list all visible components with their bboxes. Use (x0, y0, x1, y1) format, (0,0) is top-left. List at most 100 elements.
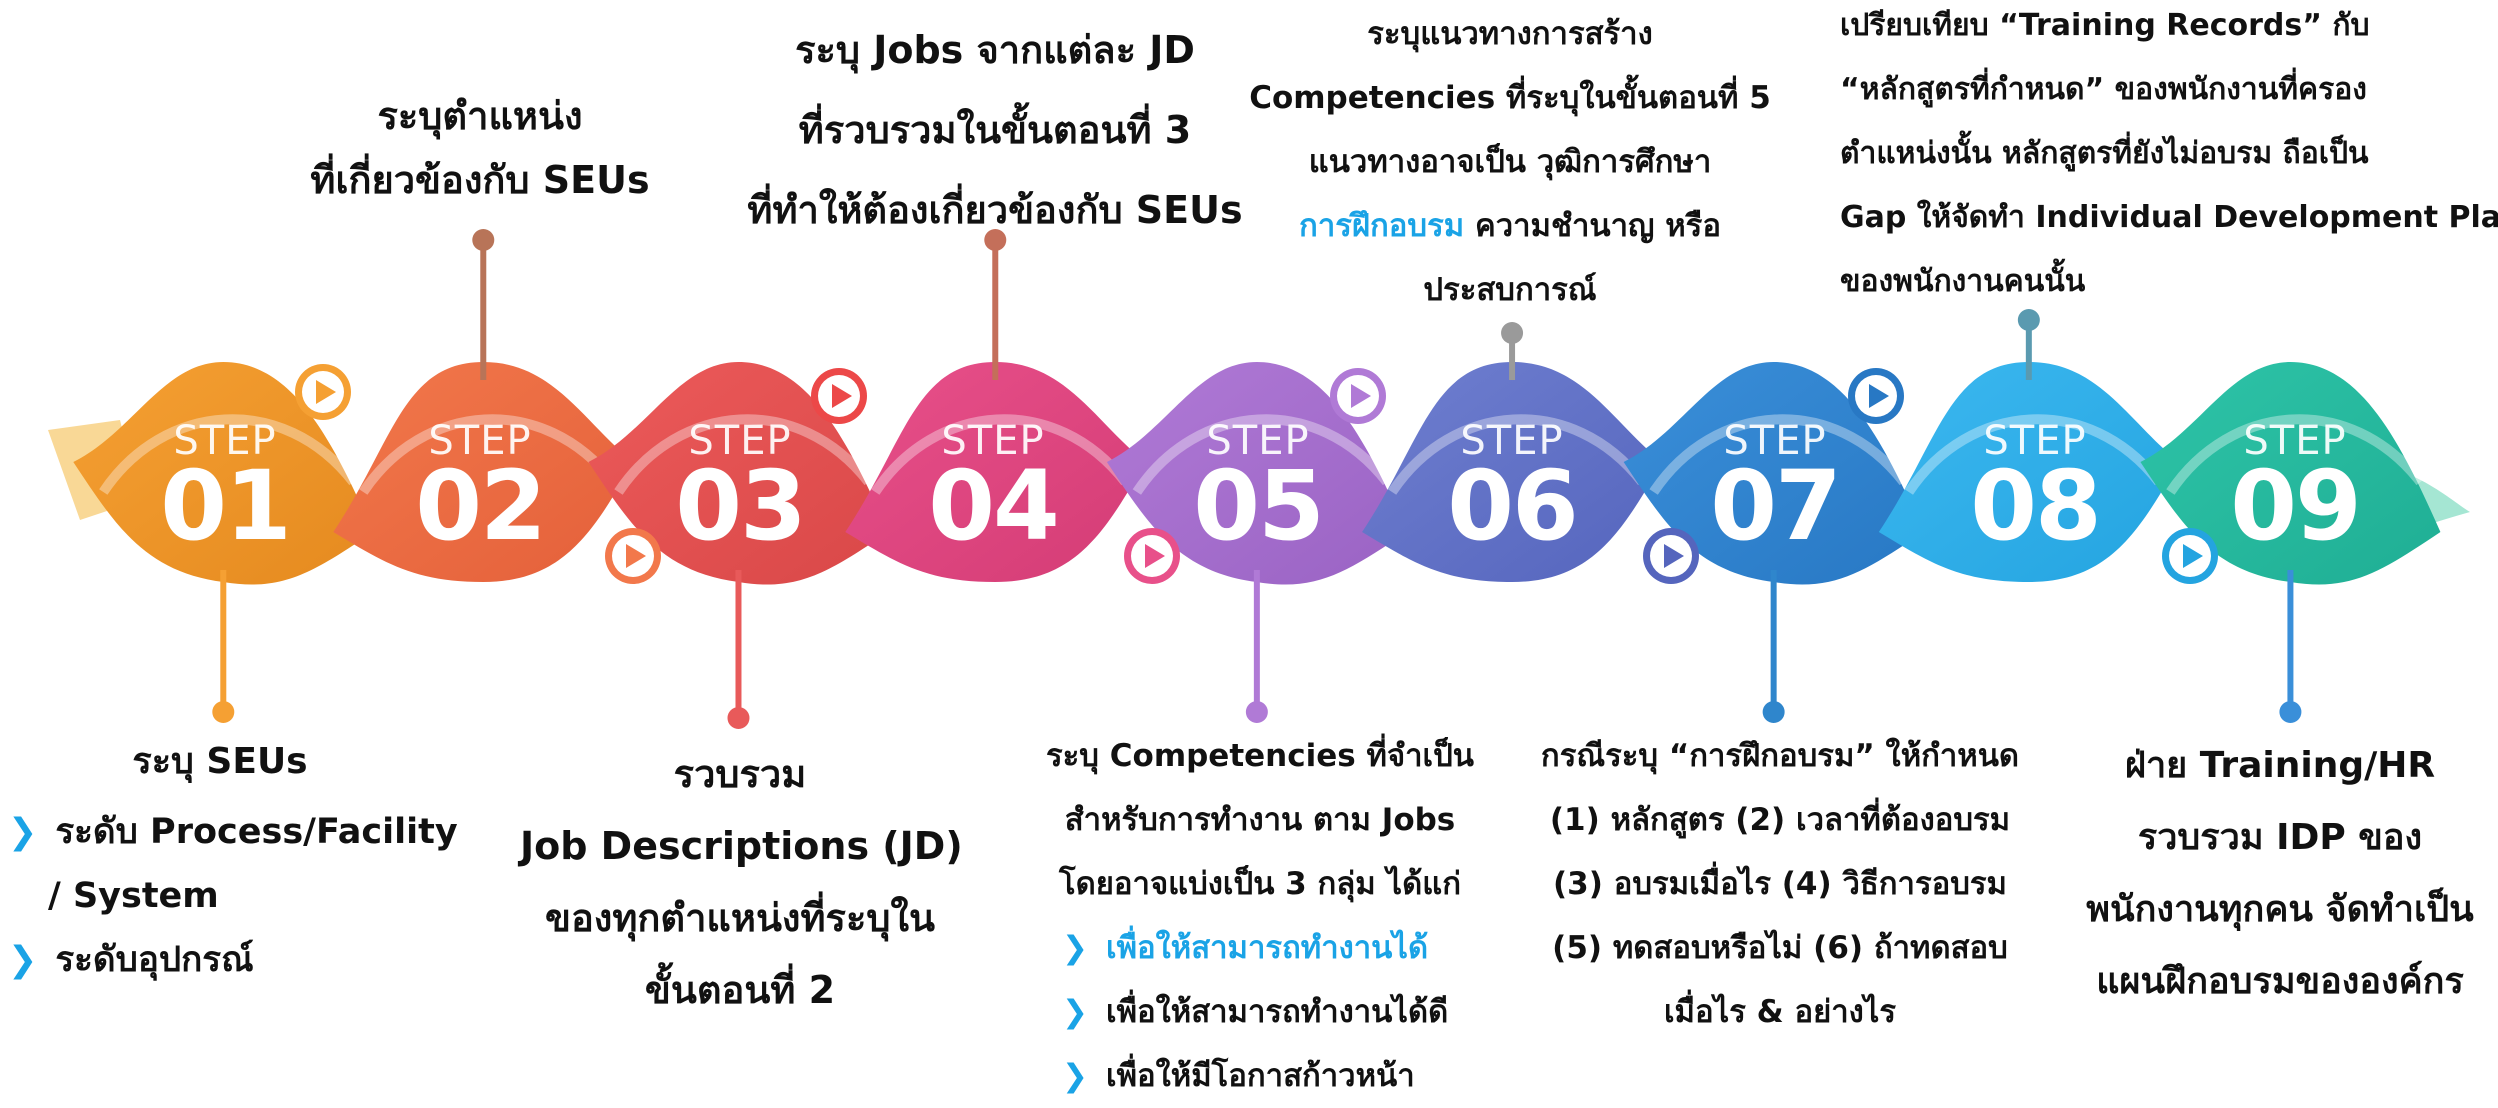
step-01-label: STEP (173, 418, 277, 464)
step-05-bullets: ❯เพื่อให้สามารถทำงานได้ ❯เพื่อให้สามารถท… (1062, 916, 1482, 1108)
ribbon-highlight (1387, 414, 1647, 495)
ribbon-highlight (871, 414, 1130, 495)
step-03-number: 03 (675, 450, 807, 562)
ribbon-segment-07 (1623, 362, 1924, 585)
step-09-line: ฝ่าย Training/HR (2124, 745, 2436, 786)
step-08-line: Gap ให้จัดทำ Individual Development Plan (1840, 200, 2498, 235)
play-arrow-icon (1643, 528, 1699, 584)
step-06-label: STEP (1460, 418, 1564, 464)
step-04-line: ที่ทำให้ต้องเกี่ยวข้องกับ SEUs (747, 188, 1243, 232)
connector-dot-2 (472, 229, 495, 251)
ribbon-highlight (2166, 414, 2425, 495)
step-08-label: STEP (1983, 418, 2087, 464)
step-03-label: STEP (688, 418, 792, 464)
step-07-number: 07 (1710, 450, 1842, 562)
step-08-text: เปรียบเทียบ “Training Records” กับ “หลัก… (1840, 0, 2498, 314)
step-07-line: กรณีระบุ “การฝึกอบรม” ให้กำหนด (1540, 738, 2020, 774)
step-06-line-4-rest: ความชำนาญ หรือ (1464, 208, 1721, 244)
step-01-number: 01 (160, 450, 292, 562)
chevron-right-icon: ❯ (8, 940, 38, 980)
step-06-line: ประสบการณ์ (1423, 272, 1597, 308)
step-01-bullet-2: ❯ระดับอุปกรณ์ (8, 940, 254, 980)
step-08-line: ของพนักงานคนนั้น (1840, 264, 2086, 299)
step-01-bullets: ❯ระดับ Process/Facility / System ❯ระดับอ… (8, 800, 468, 992)
step-05-label: STEP (1206, 418, 1310, 464)
step-04-line: ที่รวบรวมในขั้นตอนที่ 3 (798, 108, 1192, 152)
step-07-line: (5) ทดสอบหรือไม่ (6) ถ้าทดสอบ (1552, 930, 2008, 966)
ribbon-highlight (1649, 414, 1908, 495)
step-04-text: ระบุ Jobs จากแต่ละ JD ที่รวบรวมในขั้นตอน… (745, 10, 1245, 250)
chevron-right-icon: ❯ (1062, 1058, 1088, 1094)
ribbon-segment-09 (2140, 362, 2441, 585)
step-09-text: ฝ่าย Training/HR รวบรวม IDP ของ พนักงานท… (2070, 730, 2490, 1018)
step-05-line: สำหรับการทำงาน ตาม Jobs (1064, 802, 1456, 838)
step-09-line: รวบรวม IDP ของ (2137, 817, 2423, 858)
step-07-text: กรณีระบุ “การฝึกอบรม” ให้กำหนด (1) หลักส… (1500, 724, 2060, 1044)
play-arrow-icon (295, 364, 351, 420)
ribbon-segment-01 (73, 362, 374, 585)
step-02-text: ระบุตำแหน่ง ที่เกี่ยวข้องกับ SEUs (260, 84, 700, 212)
ribbon-segment-04 (845, 362, 1146, 582)
play-arrow-icon (2162, 528, 2218, 584)
step-09-line: แผนฝึกอบรมขององค์กร (2096, 961, 2464, 1002)
step-01-title: ระบุ SEUs (132, 741, 308, 782)
step-06-line-4: การฝึกอบรม ความชำนาญ หรือ (1240, 194, 1780, 258)
step-05-bullet-1: ❯เพื่อให้สามารถทำงานได้ (1062, 930, 1429, 966)
step-08-line: ตำแหน่งนั้น หลักสูตรที่ยังไม่อบรม ถือเป็… (1840, 136, 2369, 171)
step-03-line: รวบรวม (673, 752, 807, 796)
step-03-text: รวบรวม Job Descriptions (JD) ของทุกตำแหน… (520, 738, 963, 1026)
connector-dot-3 (727, 707, 750, 729)
ribbon-segments (48, 362, 2470, 585)
step-05-number: 05 (1193, 450, 1325, 562)
step-07-line: เมื่อไร & อย่างไร (1663, 994, 1897, 1030)
ribbon-highlight (1904, 414, 2163, 495)
ribbon-segment-03 (588, 362, 889, 585)
play-arrow-icon (1330, 368, 1386, 424)
step-06-number: 06 (1447, 450, 1579, 562)
connector-dot-5 (1245, 701, 1268, 723)
ribbon-segment-08 (1878, 362, 2179, 582)
step-06-line: Competencies ที่ระบุในขั้นตอนที่ 5 (1249, 80, 1771, 116)
connector-dot-6 (1501, 322, 1524, 344)
chevron-right-icon: ❯ (8, 812, 38, 852)
ribbon-highlight (614, 414, 873, 495)
step-06-text: ระบุแนวทางการสร้าง Competencies ที่ระบุใ… (1240, 2, 1780, 322)
step-09-label: STEP (2243, 418, 2347, 464)
chevron-right-icon: ❯ (1062, 930, 1088, 966)
step-07-label: STEP (1723, 418, 1827, 464)
ribbon-highlight (1132, 414, 1391, 495)
play-arrow-icon (811, 368, 867, 424)
step-02-line: ที่เกี่ยวข้องกับ SEUs (310, 158, 650, 202)
step-08-number: 08 (1970, 450, 2102, 562)
step-09-number: 09 (2230, 450, 2362, 562)
step-06-line: ระบุแนวทางการสร้าง (1367, 16, 1653, 52)
step-08-line: เปรียบเทียบ “Training Records” กับ (1840, 8, 2370, 43)
step-06-highlight: การฝึกอบรม (1299, 208, 1465, 244)
step-03-line: ของทุกตำแหน่งที่ระบุใน (544, 896, 936, 940)
step-05-text: ระบุ Competencies ที่จำเป็น สำหรับการทำง… (1030, 724, 1490, 916)
step-03-line: Job Descriptions (JD) (520, 824, 963, 868)
step-02-line: ระบุตำแหน่ง (377, 94, 583, 138)
step-01-bullet-1: ❯ระดับ Process/Facility (8, 812, 458, 852)
step-02-number: 02 (415, 450, 547, 562)
connector-dot-8 (2017, 309, 2040, 331)
step-05-bullet-2: ❯เพื่อให้สามารถทำงานได้ดี (1062, 994, 1449, 1030)
step-03-line: ขั้นตอนที่ 2 (644, 968, 836, 1012)
ribbon-segment-05 (1106, 362, 1407, 585)
step-05-bullet-3: ❯เพื่อให้มีโอกาสก้าวหน้า (1062, 1058, 1415, 1094)
ribbon-segment-02 (333, 362, 634, 582)
connector-dot-7 (1762, 701, 1785, 723)
step-07-line: (1) หลักสูตร (2) เวลาที่ต้องอบรม (1549, 802, 2011, 838)
ribbon-highlight (99, 414, 358, 495)
step-04-line: ระบุ Jobs จากแต่ละ JD (795, 28, 1195, 72)
step-09-line: พนักงานทุกคน จัดทำเป็น (2086, 889, 2474, 930)
step-08-line: “หลักสูตรที่กำหนด” ของพนักงานที่ครอง (1840, 72, 2367, 107)
ribbon-segment-06 (1362, 362, 1663, 582)
connector-dot-9 (2279, 701, 2302, 723)
play-arrow-icon (1124, 528, 1180, 584)
connectors (212, 229, 2302, 729)
step-05-line: โดยอาจแบ่งเป็น 3 กลุ่ม ได้แก่ (1058, 866, 1462, 902)
step-05-line: ระบุ Competencies ที่จำเป็น (1046, 738, 1474, 774)
